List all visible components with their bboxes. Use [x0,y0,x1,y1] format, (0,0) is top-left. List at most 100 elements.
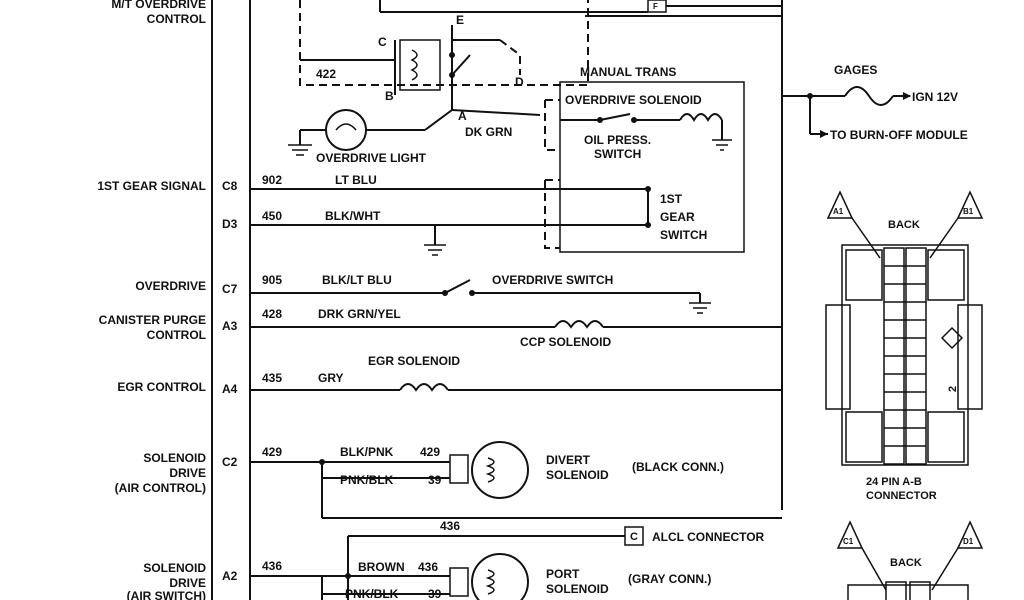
wire-drk-grn-yel-label: DRK GRN/YEL [318,307,401,321]
alcl-terminal-c: C [630,531,638,543]
connector-a-b-bl-block [845,411,883,463]
connector-a-b-tr-block [927,249,965,301]
connector-a-b-pin-grid [884,265,926,447]
divert-pin-39: 39 [428,473,442,487]
connector-a-b-side-mark: 2 [947,386,959,392]
circuit-902: 902 [262,173,282,187]
wire-pnk-blk-label-1: PNK/BLK [340,473,394,487]
connector-a-b-tl-block [845,249,883,301]
port-pin-436: 436 [418,560,438,574]
to-burn-off-label: TO BURN-OFF MODULE [830,128,968,142]
light-to-relay-wire [424,109,453,131]
ign-arrow-icon [903,92,911,100]
manual-trans-label: MANUAL TRANS [580,65,676,79]
connector-b1-pointer [929,217,959,259]
relay-dashed-enclosure [299,0,589,86]
label-solenoid-drive-air-control-1: SOLENOID [143,451,206,465]
wire-blk-lt-blu-label: BLK/LT BLU [322,273,392,287]
overdrive-switch-icon [444,279,471,294]
first-gear-switch-label-3: SWITCH [660,228,707,242]
label-egr-control: EGR CONTROL [117,380,206,394]
wire-blk-pnk-label: BLK/PNK [340,445,394,459]
connector-a1-pointer [851,217,881,259]
manual-trans-dashed-2 [544,179,560,249]
pin-a4: A4 [222,382,238,396]
wire-blk-wht-label: BLK/WHT [325,209,381,223]
relay-terminal-d: D [515,75,524,89]
circuit-450: 450 [262,209,282,223]
connector-b1-label: B1 [963,207,974,216]
label-canister-purge-2: CONTROL [147,328,206,342]
ccp-solenoid-label: CCP SOLENOID [520,335,611,349]
overdrive-light-label: OVERDRIVE LIGHT [316,151,427,165]
connector-c1-pointer [861,547,887,591]
oil-press-label-2: SWITCH [594,147,641,161]
divert-solenoid-label-1: DIVERT [546,453,591,467]
connector-d1-pointer [931,547,959,591]
manual-trans-box [559,81,745,253]
relay-coil-box [399,39,441,91]
egr-solenoid-coil-icon [399,383,449,392]
alcl-connector-box [624,526,644,546]
label-solenoid-drive-air-control-2: DRIVE [169,466,206,480]
relay-terminal-c: C [378,35,387,49]
relay-terminal-b: B [385,89,394,103]
connector-triangle-a1 [826,190,854,219]
dk-grn-label: DK GRN [465,125,512,139]
egr-solenoid-label: EGR SOLENOID [368,354,460,368]
oil-press-label-1: OIL PRESS. [584,133,651,147]
gages-label: GAGES [834,63,877,77]
relay-d-dashed [499,39,521,75]
overdrive-light-filament [335,123,357,131]
label-solenoid-drive-air-switch-1: SOLENOID [143,561,206,575]
label-canister-purge-1: CANISTER PURGE [99,313,206,327]
connector-a-b-body [841,244,969,466]
ign-12v-label: IGN 12V [912,90,958,104]
pin-d3: D3 [222,217,238,231]
black-conn-label: (BLACK CONN.) [632,460,724,474]
circuit-422: 422 [316,67,336,81]
divert-connector-plug [449,454,469,484]
wire-pnk-blk-label-2: PNK/BLK [345,587,399,600]
port-connector-plug [449,567,469,597]
connector-a-b-br-block [927,411,965,463]
connector-a-b-caption-2: CONNECTOR [866,490,937,502]
overdrive-solenoid-coil-icon [679,113,723,122]
circuit-436: 436 [262,559,282,573]
pin-c8: C8 [222,179,238,193]
connector-triangle-b1 [956,190,984,219]
relay-coil-icon [410,49,418,81]
label-1st-gear-signal: 1ST GEAR SIGNAL [97,179,206,193]
divert-solenoid-label-2: SOLENOID [546,468,609,482]
wire-lt-blu-label: LT BLU [335,173,377,187]
relay-terminal-a: A [458,109,467,123]
overdrive-switch-label: OVERDRIVE SWITCH [492,273,613,287]
circuit-435: 435 [262,371,282,385]
overdrive-solenoid-label: OVERDRIVE SOLENOID [565,93,702,107]
pin-a2: A2 [222,569,238,583]
overdrive-light-icon [325,109,367,151]
gages-fuse-icon [844,86,894,106]
divert-solenoid-icon [471,441,529,499]
port-solenoid-icon [471,553,529,600]
first-gear-switch-label-2: GEAR [660,210,695,224]
port-coil-icon [485,569,495,595]
connector-a-b: A1 B1 BACK 2 24 PIN A-B CONNECTOR [825,190,984,502]
connector-c-d-pin-column-2 [909,581,931,600]
burn-off-arrow-icon [820,130,828,138]
port-solenoid-label-2: SOLENOID [546,582,609,596]
oil-switch-icon [599,113,631,121]
connector-c-d: C1 D1 BACK [836,520,984,600]
circuit-429: 429 [262,445,282,459]
label-mt-overdrive-control-1: M/T OVERDRIVE [111,0,206,11]
connector-c-d-back-label: BACK [890,557,922,569]
pin-c7: C7 [222,282,238,296]
relay-contact-arm [451,54,471,76]
circuit-436-alcl: 436 [440,519,460,533]
connector-c-d-pin-column-1 [885,581,907,600]
circuit-428: 428 [262,307,282,321]
first-gear-switch-label-1: 1ST [660,192,683,206]
gray-conn-label: (GRAY CONN.) [628,572,711,586]
port-pin-39: 39 [428,587,442,600]
